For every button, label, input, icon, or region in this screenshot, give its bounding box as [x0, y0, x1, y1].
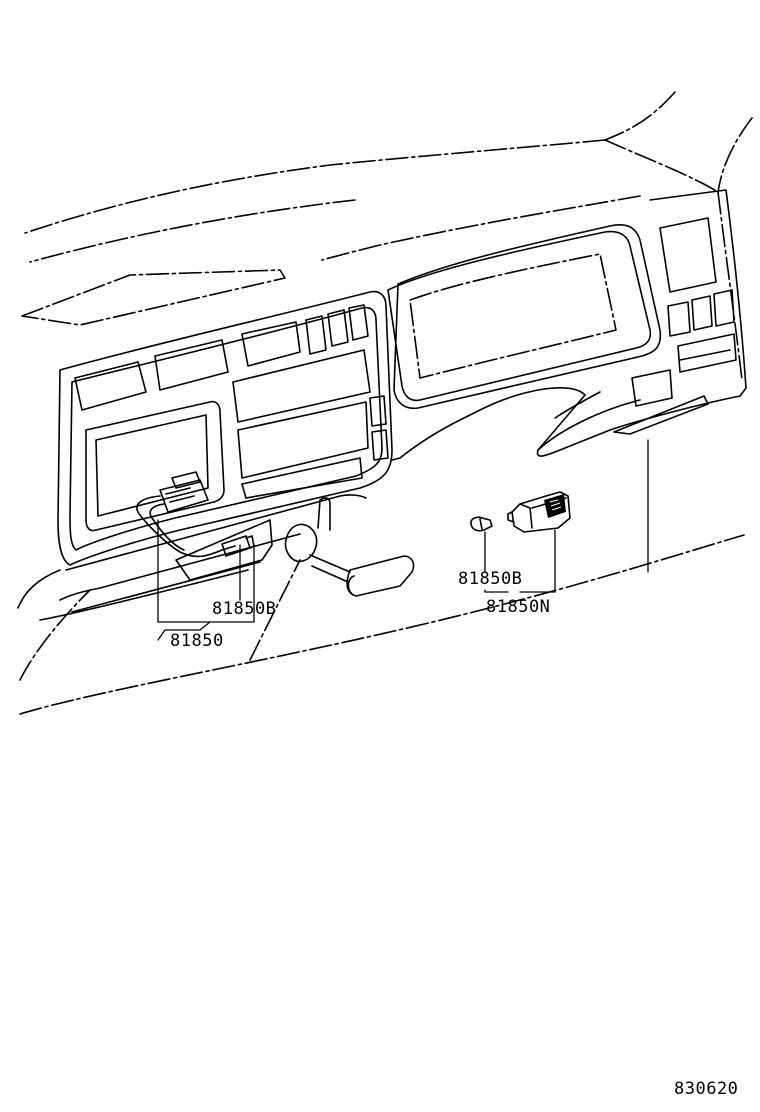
label-81850b-switch: 81850B: [458, 569, 522, 589]
label-81850: 81850: [170, 631, 224, 651]
dashboard-outline: [17, 91, 753, 715]
figure-number: 830620: [674, 1079, 738, 1099]
label-81850b-lamp: 81850B: [212, 599, 276, 619]
door-switch-assembly: [470, 491, 571, 533]
leader-lines: [157, 519, 556, 641]
label-81850n: 81850N: [486, 597, 550, 617]
courtesy-lamp-assembly: [136, 471, 415, 597]
